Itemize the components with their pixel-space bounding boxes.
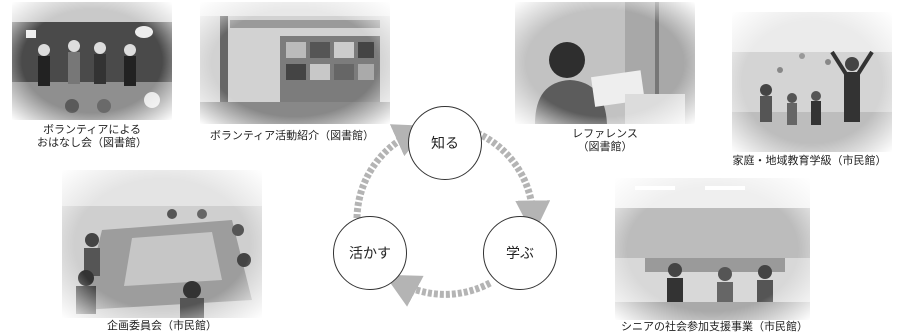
photo-caption: ボランティア活動紹介（図書館）	[209, 129, 375, 142]
arrow-apply-to-know	[353, 124, 429, 219]
cycle-node-apply: 活かす	[333, 216, 407, 290]
cycle-node-learn: 学ぶ	[483, 216, 557, 290]
photo-caption: シニアの社会参加支援事業（市民館）	[621, 320, 808, 333]
photo-storytelling	[12, 2, 172, 120]
photo-seniors-program	[615, 178, 810, 320]
arrow-learn-to-know	[475, 129, 551, 236]
cycle-node-label: 学ぶ	[506, 246, 534, 262]
photo-caption: 家庭・地域教育学級（市民館）	[732, 154, 887, 167]
photo-planning-committee	[62, 170, 262, 318]
photo-reference-desk	[515, 2, 695, 124]
photo-volunteer-exhibit	[200, 2, 390, 124]
arrow-know-to-apply	[384, 274, 492, 307]
photo-caption: 企画委員会（市民館）	[107, 319, 217, 332]
photo-caption: ボランティアによる おはなし会（図書館）	[37, 123, 147, 149]
learning-cycle-diagram: 知る 学ぶ 活かす	[325, 98, 565, 318]
cycle-node-know: 知る	[408, 106, 482, 180]
cycle-node-label: 知る	[431, 136, 459, 152]
cycle-arrows	[353, 124, 551, 307]
cycle-node-label: 活かす	[349, 246, 391, 262]
photo-family-education	[732, 12, 892, 152]
photo-caption: レファレンス （図書館）	[572, 127, 638, 153]
